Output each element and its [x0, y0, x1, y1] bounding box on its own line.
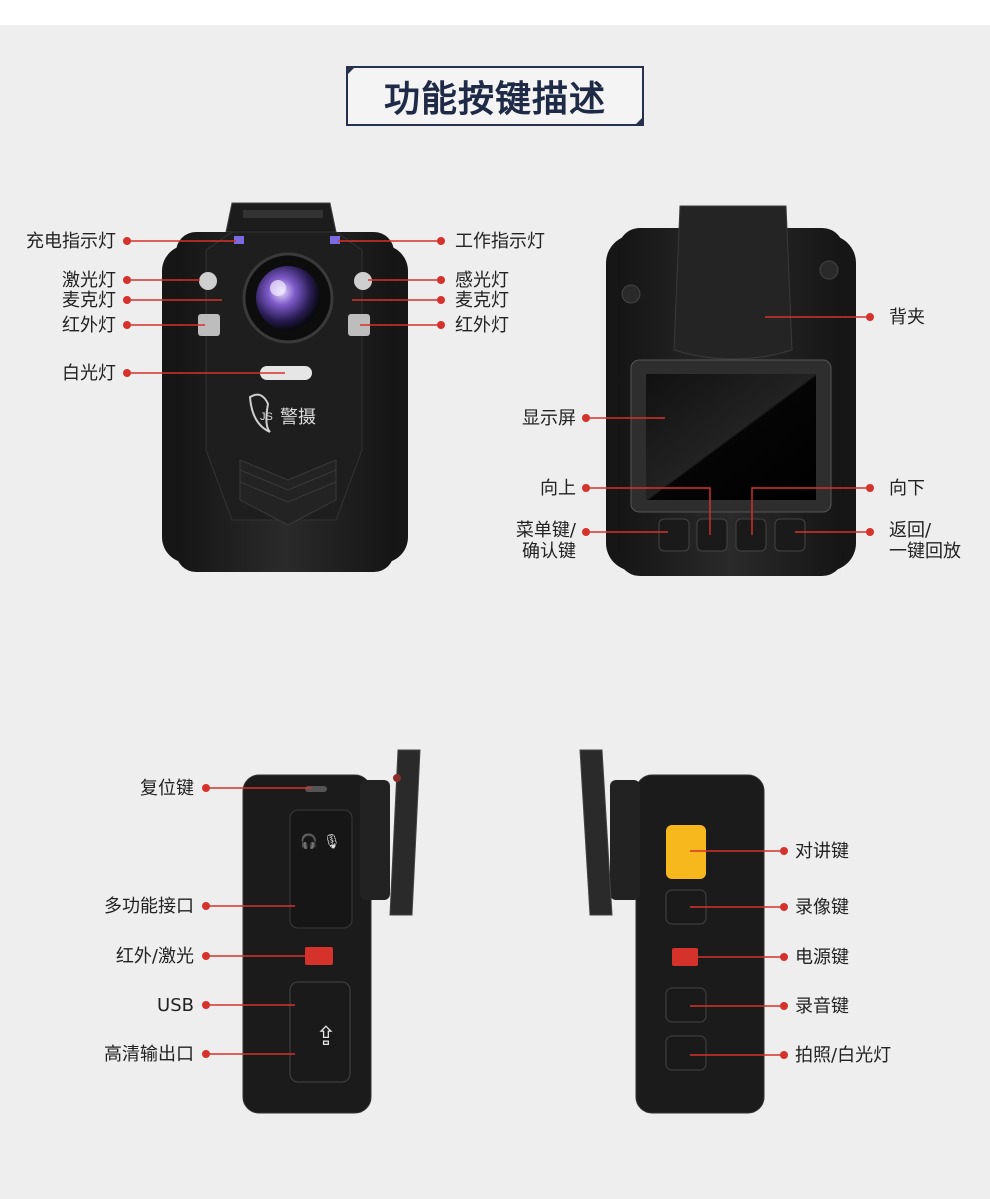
title-corner-decoration: [634, 116, 644, 126]
left-side-camera: 🎧 🎙 ⇪: [242, 749, 421, 1114]
power-button-icon: [672, 948, 698, 966]
svg-text:警摄: 警摄: [280, 407, 316, 428]
left-side-leaders: [202, 784, 312, 1058]
label-charging-indicator: 充电指示灯: [26, 231, 116, 252]
back-camera: [606, 205, 856, 576]
label-multi-port: 多功能接口: [104, 896, 194, 917]
label-talk-key: 对讲键: [795, 841, 849, 862]
infrared-light-icon: [198, 314, 220, 336]
label-power-key: 电源键: [795, 947, 849, 968]
reset-button-icon: [305, 786, 327, 792]
label-infrared-light-right: 红外灯: [455, 315, 509, 336]
up-button-icon: [696, 518, 728, 552]
front-right-leaders: [338, 237, 445, 329]
svg-text:JS: JS: [260, 411, 273, 423]
label-usb: USB: [157, 995, 194, 1016]
label-display-screen: 显示屏: [522, 408, 576, 429]
light-sensor-icon: [354, 272, 372, 290]
page-title: 功能按键描述: [383, 79, 606, 120]
label-record-video-key: 录像键: [795, 897, 849, 918]
right-side-leaders: [690, 847, 788, 1059]
label-hd-output: 高清输出口: [104, 1044, 194, 1065]
multi-port-cover-icon: [289, 809, 353, 929]
background-panel: [0, 25, 990, 1199]
label-up: 向上: [540, 478, 576, 499]
label-reset: 复位键: [140, 778, 194, 799]
menu-button-icon: [658, 518, 690, 552]
label-record-audio-key: 录音键: [795, 996, 849, 1017]
usb-icon: ⇪: [315, 1022, 337, 1052]
label-down: 向下: [889, 478, 925, 499]
back-button-icon: [774, 518, 806, 552]
down-button-icon: [735, 518, 767, 552]
front-camera: JS 警摄: [162, 202, 408, 572]
title-corner-decoration: [346, 66, 356, 76]
title-banner: 功能按键描述: [346, 66, 644, 126]
photo-button-icon: [665, 1035, 707, 1071]
label-work-indicator: 工作指示灯: [455, 231, 545, 252]
infrared-light-icon: [348, 314, 370, 336]
label-laser-light: 激光灯: [62, 270, 116, 291]
headphone-icon: 🎧: [300, 833, 317, 850]
label-mic-light-right: 麦克灯: [455, 290, 509, 311]
microphone-icon: 🎙: [323, 833, 341, 850]
talk-button-icon: [666, 825, 706, 879]
white-light-icon: [260, 366, 312, 380]
back-leaders: [582, 313, 874, 536]
display-screen-icon: [646, 374, 816, 500]
label-mic-light-left: 麦克灯: [62, 290, 116, 311]
label-infrared-laser: 红外/激光: [115, 946, 194, 967]
label-back-clip: 背夹: [889, 307, 925, 328]
laser-light-icon: [199, 272, 217, 290]
label-menu-confirm: 菜单键/ 确认键: [515, 520, 576, 562]
label-infrared-light-left: 红外灯: [62, 315, 116, 336]
infrared-laser-icon: [305, 947, 333, 965]
label-photo-white-light: 拍照/白光灯: [795, 1045, 892, 1066]
label-white-light: 白光灯: [62, 363, 116, 384]
label-light-sensor: 感光灯: [455, 270, 509, 291]
right-side-camera: [579, 749, 765, 1114]
label-back-replay: 返回/ 一键回放: [889, 520, 961, 562]
front-left-leaders: [123, 237, 285, 377]
lens-icon: [256, 266, 320, 330]
record-audio-button-icon: [665, 987, 707, 1023]
